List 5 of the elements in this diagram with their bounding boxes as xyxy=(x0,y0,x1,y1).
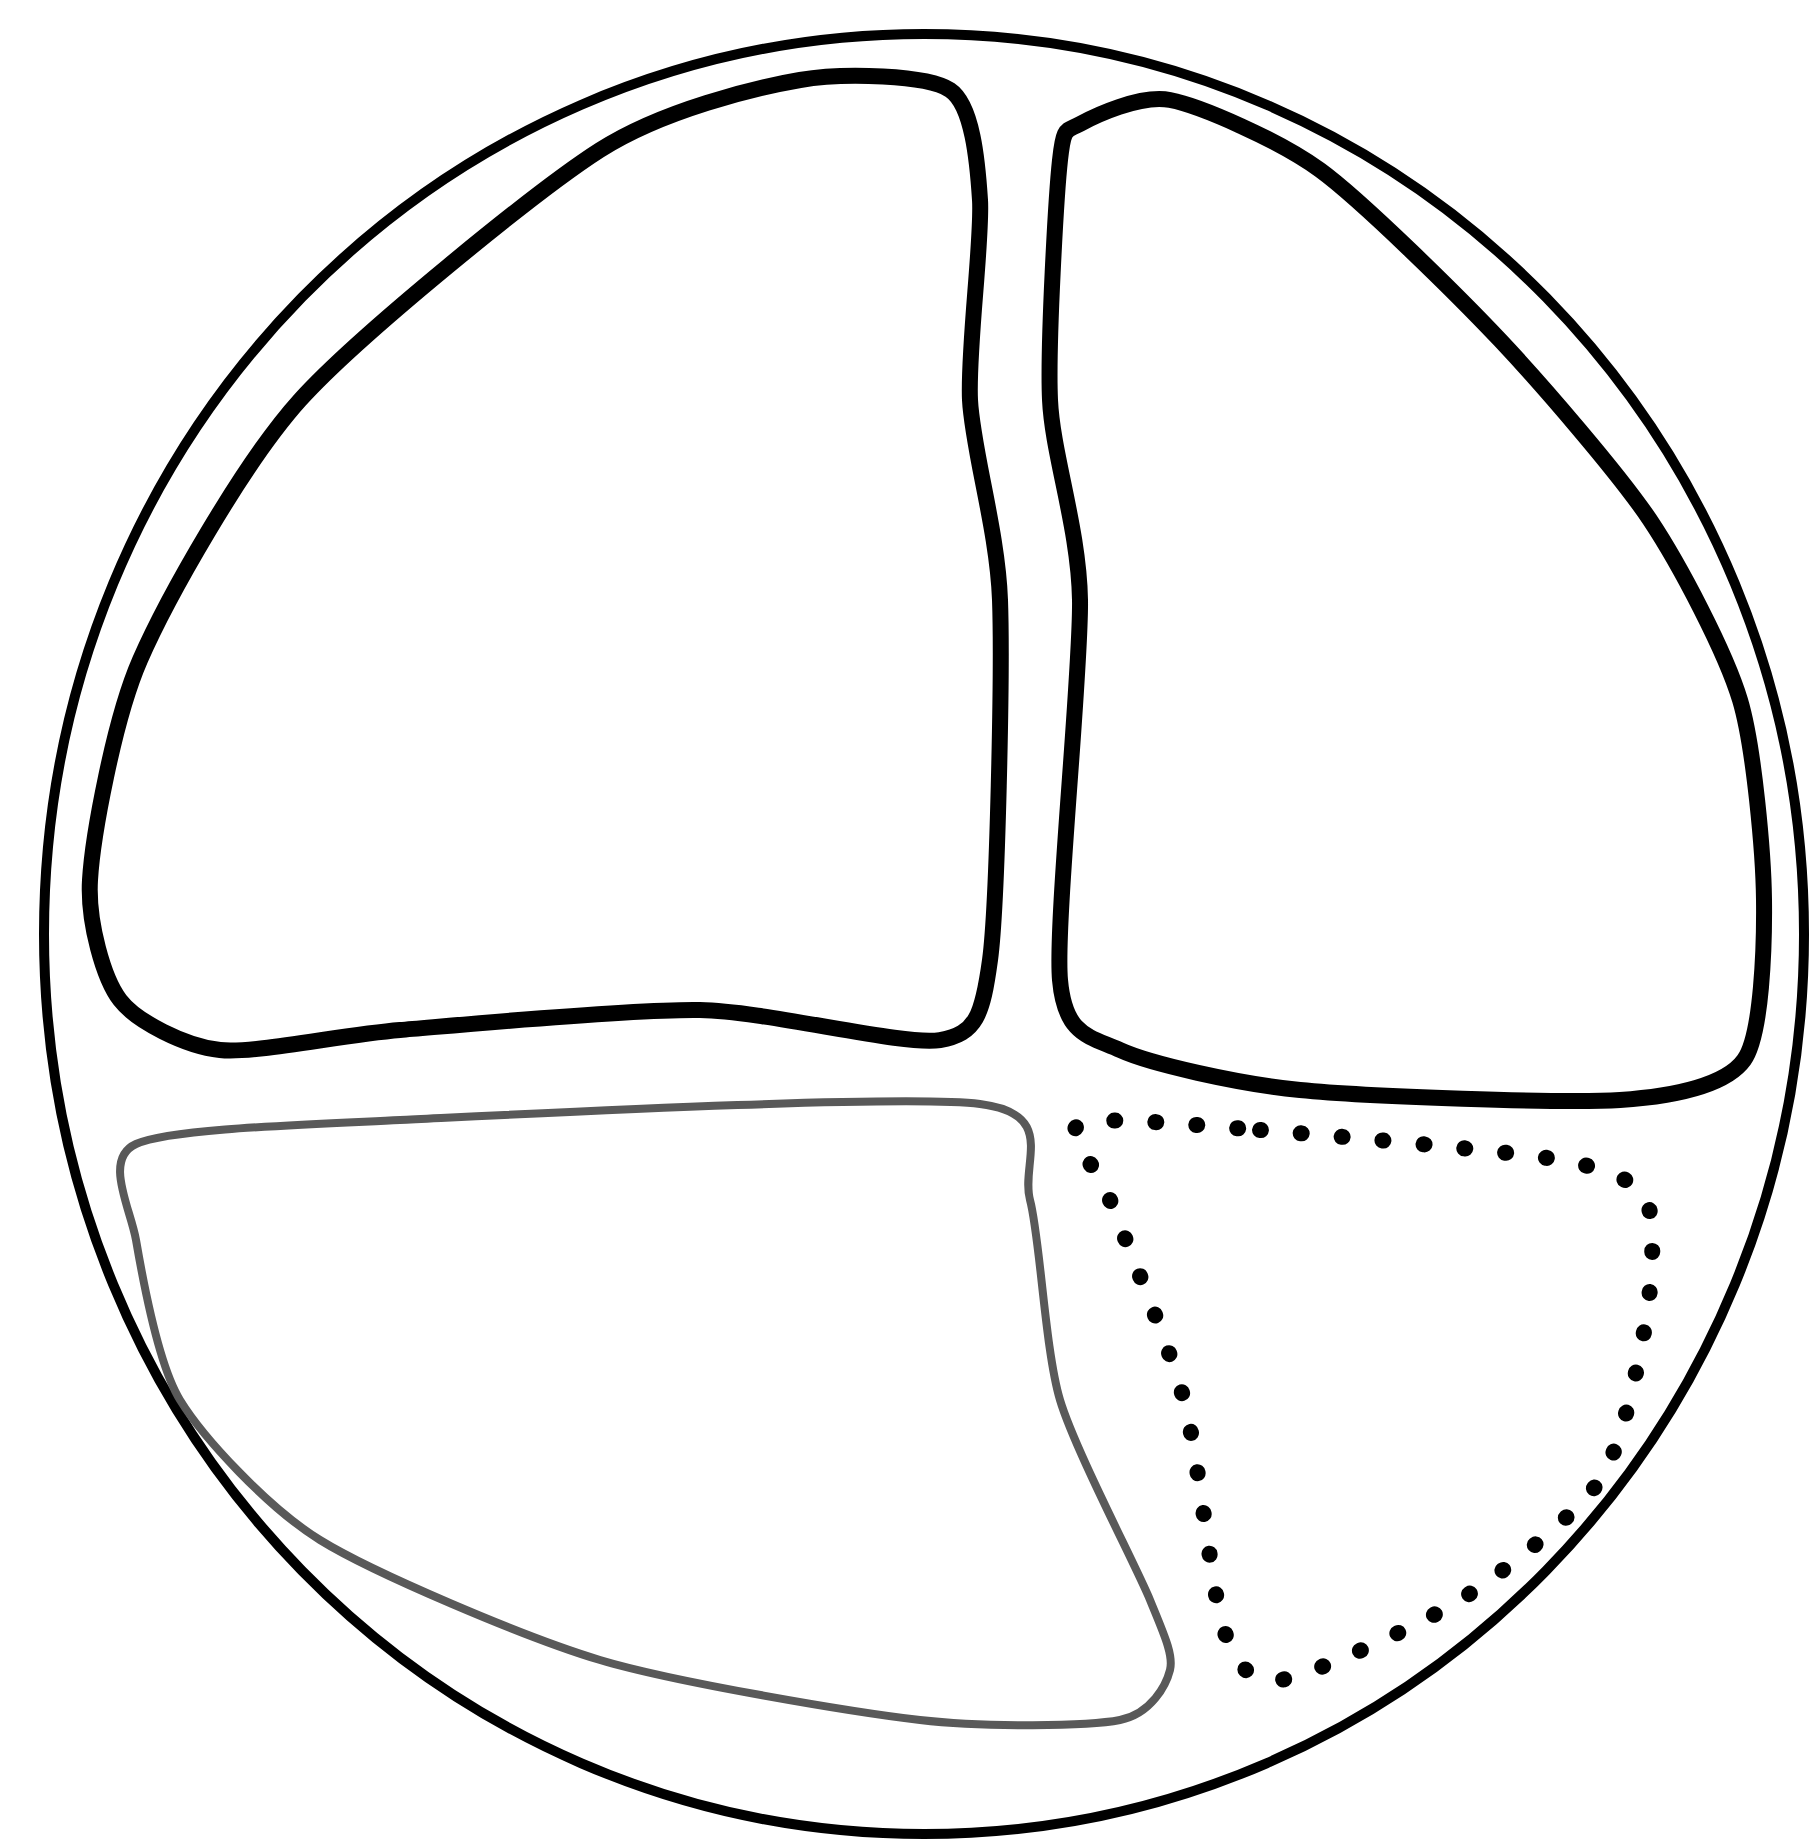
outer-circle xyxy=(39,29,1809,1839)
region-outline xyxy=(81,67,1009,1059)
region-outline xyxy=(116,1097,1175,1730)
dotted-region-outline xyxy=(1066,1112,1661,1689)
region-outline xyxy=(1041,91,1773,1109)
